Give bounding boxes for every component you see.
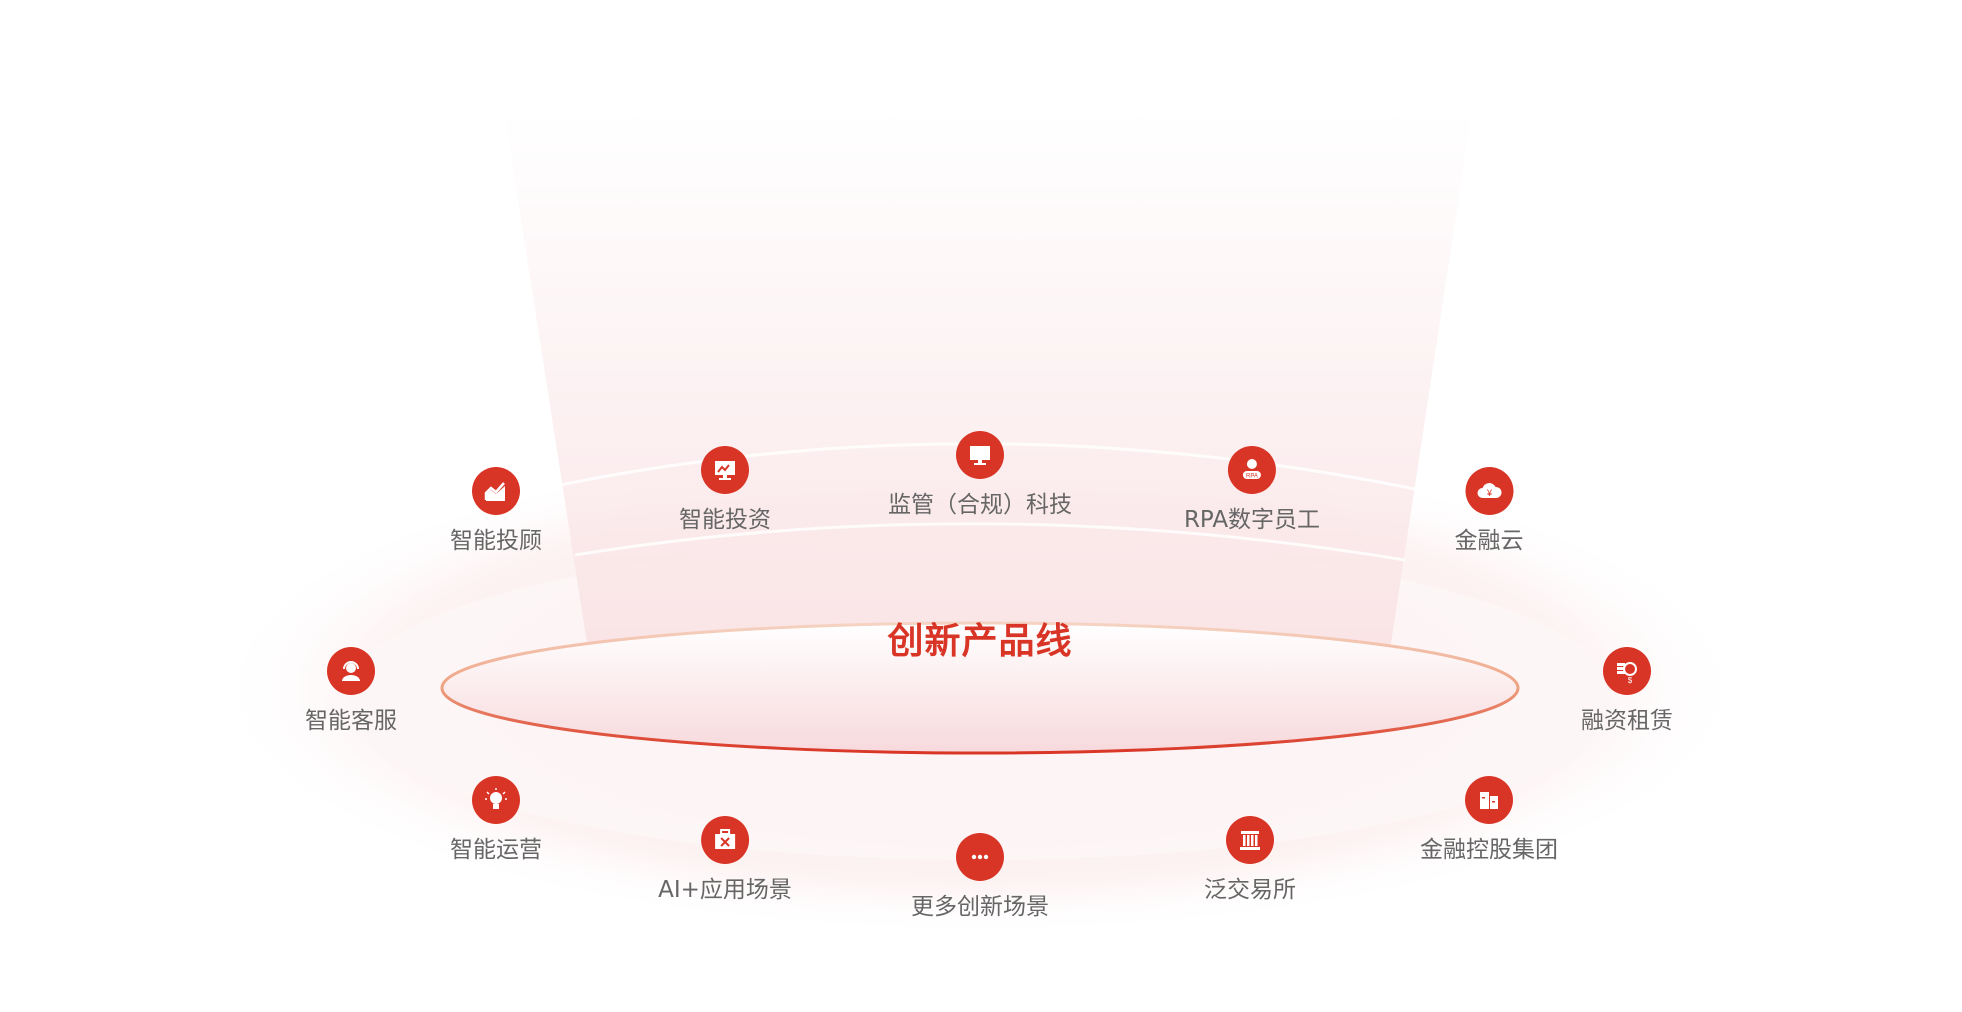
- inner-ring: [440, 621, 1520, 755]
- item-label: 监管（合规）科技: [888, 492, 1072, 518]
- product-item[interactable]: ¥ 金融云: [1455, 467, 1524, 555]
- product-item[interactable]: AI+应用场景: [658, 816, 792, 904]
- product-item[interactable]: 金融控股集团: [1420, 776, 1558, 864]
- item-label: 智能投顾: [450, 528, 542, 554]
- rpa-user-icon: RPA: [1228, 446, 1276, 494]
- light-beam: [504, 110, 1472, 650]
- item-label: 智能运营: [450, 837, 542, 863]
- item-label: 金融控股集团: [1420, 837, 1558, 863]
- product-item[interactable]: 智能投顾: [450, 467, 542, 555]
- product-item[interactable]: $ 融资租赁: [1581, 647, 1673, 735]
- item-label: 金融云: [1454, 528, 1524, 554]
- product-item[interactable]: 智能投资: [679, 446, 771, 534]
- product-item[interactable]: 智能运营: [450, 776, 542, 864]
- exchange-building-icon: [1226, 816, 1274, 864]
- product-item[interactable]: RPA RPA数字员工: [1184, 446, 1320, 534]
- monitor-icon: [956, 431, 1004, 479]
- product-item[interactable]: 更多创新场景: [911, 833, 1049, 921]
- diagram-title: 创新产品线: [887, 621, 1073, 662]
- product-item[interactable]: 泛交易所: [1204, 816, 1296, 904]
- product-item[interactable]: 监管（合规）科技: [888, 431, 1072, 519]
- more-dots-icon: [956, 833, 1004, 881]
- svg-text:¥: ¥: [1485, 488, 1492, 498]
- item-label: 融资租赁: [1581, 708, 1673, 734]
- item-label: 智能投资: [679, 507, 771, 533]
- item-label: 泛交易所: [1204, 877, 1296, 903]
- lightbulb-icon: [472, 776, 520, 824]
- item-label: 智能客服: [305, 708, 397, 734]
- item-label: 更多创新场景: [911, 894, 1049, 920]
- svg-text:RPA: RPA: [1246, 474, 1258, 480]
- toolbox-icon: [700, 816, 749, 864]
- item-label: AI+应用场景: [658, 877, 792, 903]
- chart-growth-icon: [472, 467, 520, 515]
- headset-agent-icon: [327, 647, 375, 695]
- product-item[interactable]: 智能客服: [305, 647, 397, 735]
- yuan-cloud-icon: ¥: [1465, 467, 1513, 515]
- office-buildings-icon: [1465, 776, 1513, 824]
- svg-text:$: $: [1628, 676, 1633, 685]
- item-label: RPA数字员工: [1183, 507, 1321, 533]
- monitor-chart-icon: [701, 446, 749, 494]
- coin-magnifier-icon: $: [1603, 647, 1651, 695]
